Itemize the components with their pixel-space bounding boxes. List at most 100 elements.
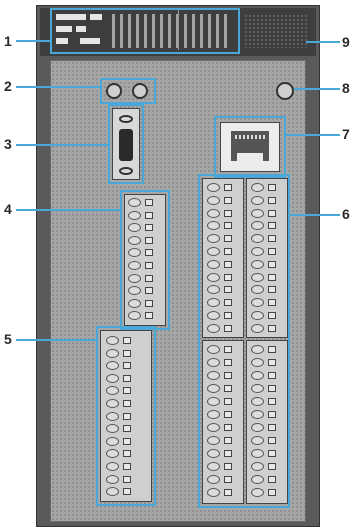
terminal-screw-icon[interactable] [251, 384, 264, 393]
terminal-screw-icon[interactable] [106, 475, 119, 484]
terminal-screw-icon[interactable] [207, 183, 220, 192]
terminal-screw-icon[interactable] [128, 299, 141, 308]
rotary-switch-icon[interactable] [132, 83, 148, 99]
terminal-screw-icon[interactable] [251, 324, 264, 333]
terminal-slot [268, 222, 276, 229]
terminal-screw-icon[interactable] [207, 247, 220, 256]
terminal-screw-icon[interactable] [251, 358, 264, 367]
terminal-screw-icon[interactable] [251, 247, 264, 256]
terminal-slot [123, 488, 131, 495]
terminal-screw-icon[interactable] [251, 436, 264, 445]
terminal-slot [268, 463, 276, 470]
terminal-screw-icon[interactable] [106, 399, 119, 408]
leader-8 [294, 88, 340, 90]
terminal-screw-icon[interactable] [207, 475, 220, 484]
terminal-screw-icon[interactable] [207, 260, 220, 269]
terminal-slot [224, 274, 232, 281]
terminal-slot [224, 437, 232, 444]
terminal-screw-icon[interactable] [251, 488, 264, 497]
terminal-slot [268, 424, 276, 431]
terminal-screw-icon[interactable] [207, 462, 220, 471]
terminal-slot [268, 489, 276, 496]
terminal-slot [224, 476, 232, 483]
terminal-screw-icon[interactable] [106, 349, 119, 358]
terminal-slot [224, 463, 232, 470]
terminal-slot [145, 199, 153, 206]
terminal-slot [268, 312, 276, 319]
terminal-screw-icon[interactable] [251, 410, 264, 419]
terminal-screw-icon[interactable] [207, 358, 220, 367]
terminal-screw-icon[interactable] [128, 274, 141, 283]
terminal-screw-icon[interactable] [251, 260, 264, 269]
terminal-slot [268, 476, 276, 483]
terminal-slot [145, 237, 153, 244]
terminal-screw-icon[interactable] [128, 261, 141, 270]
terminal-screw-icon[interactable] [207, 397, 220, 406]
terminal-screw-icon[interactable] [251, 196, 264, 205]
terminal-screw-icon[interactable] [207, 196, 220, 205]
terminal-screw-icon[interactable] [251, 475, 264, 484]
terminal-screw-icon[interactable] [207, 410, 220, 419]
terminal-slot [268, 235, 276, 242]
terminal-slot [224, 299, 232, 306]
terminal-slot [268, 261, 276, 268]
terminal-screw-icon[interactable] [128, 236, 141, 245]
terminal-slot [123, 337, 131, 344]
terminal-screw-icon[interactable] [207, 436, 220, 445]
terminal-slot [224, 372, 232, 379]
terminal-slot [145, 275, 153, 282]
terminal-slot [224, 489, 232, 496]
terminal-slot [123, 450, 131, 457]
terminal-slot [145, 300, 153, 307]
terminal-slot [145, 212, 153, 219]
terminal-screw-icon[interactable] [207, 488, 220, 497]
terminal-slot [268, 450, 276, 457]
terminal-screw-icon[interactable] [207, 345, 220, 354]
terminal-screw-icon[interactable] [106, 437, 119, 446]
terminal-screw-icon[interactable] [207, 273, 220, 282]
terminal-screw-icon[interactable] [128, 198, 141, 207]
terminal-screw-icon[interactable] [207, 311, 220, 320]
terminal-screw-icon[interactable] [251, 345, 264, 354]
terminal-screw-icon[interactable] [251, 397, 264, 406]
terminal-slot [268, 437, 276, 444]
terminal-screw-icon[interactable] [207, 423, 220, 432]
terminal-slot [268, 398, 276, 405]
terminal-screw-icon[interactable] [207, 384, 220, 393]
terminal-slot [224, 286, 232, 293]
terminal-slot [268, 274, 276, 281]
terminal-screw-icon[interactable] [106, 374, 119, 383]
callout-9: 9 [342, 34, 350, 50]
terminal-slot [268, 411, 276, 418]
terminal-screw-icon[interactable] [106, 412, 119, 421]
terminal-screw-icon[interactable] [207, 449, 220, 458]
terminal-screw-icon[interactable] [207, 371, 220, 380]
terminal-slot [145, 287, 153, 294]
terminal-slot [123, 438, 131, 445]
terminal-slot [123, 400, 131, 407]
terminal-screw-icon[interactable] [106, 462, 119, 471]
terminal-slot [123, 425, 131, 432]
terminal-screw-icon[interactable] [251, 273, 264, 282]
terminal-screw-icon[interactable] [251, 183, 264, 192]
terminal-screw-icon[interactable] [106, 336, 119, 345]
callout-8: 8 [342, 80, 350, 96]
leader-5 [16, 339, 96, 341]
rotary-switch-icon[interactable] [106, 83, 122, 99]
ethernet-port[interactable] [220, 122, 280, 172]
terminal-screw-icon[interactable] [207, 324, 220, 333]
terminal-screw-icon[interactable] [251, 311, 264, 320]
serial-port[interactable] [112, 108, 140, 180]
terminal-screw-icon[interactable] [251, 449, 264, 458]
terminal-slot [123, 476, 131, 483]
terminal-slot [224, 359, 232, 366]
terminal-screw-icon[interactable] [251, 209, 264, 218]
terminal-slot [224, 424, 232, 431]
terminal-screw-icon[interactable] [128, 211, 141, 220]
terminal-screw-icon[interactable] [251, 423, 264, 432]
terminal-screw-icon[interactable] [251, 371, 264, 380]
terminal-slot [268, 385, 276, 392]
terminal-screw-icon[interactable] [251, 462, 264, 471]
terminal-slot [268, 372, 276, 379]
terminal-screw-icon[interactable] [207, 209, 220, 218]
